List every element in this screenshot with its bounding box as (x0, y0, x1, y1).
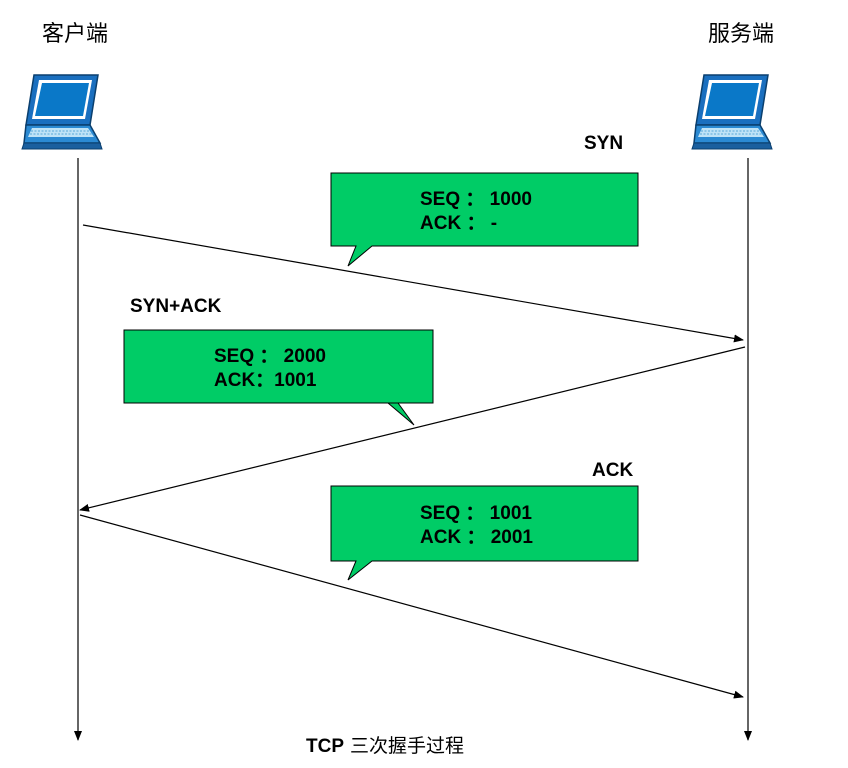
syn-arrow (82, 224, 744, 343)
syn-ack-callout-bubble (123, 329, 434, 426)
syn-ack-arrow (79, 346, 746, 512)
caption-text: 三次握手过程 (344, 735, 465, 757)
syn-ack-field-text: ACK ： - (420, 213, 498, 234)
syn-ack-message-label: SYN+ACK (130, 296, 222, 317)
syn-callout-bubble (330, 172, 639, 267)
server-actor-label: 服务端 (708, 22, 775, 47)
diagram-caption: TCP 三次握手过程 (306, 731, 464, 758)
client-laptop-icon (21, 74, 103, 150)
ack-ack-text: ACK ： 2001 (420, 527, 533, 548)
caption-bold-prefix: TCP (306, 736, 344, 757)
ack-message-label: ACK (592, 460, 634, 481)
client-actor-label: 客户端 (42, 22, 109, 47)
server-laptop-icon (691, 74, 773, 150)
ack-seq-text: SEQ ： 1001 (420, 503, 532, 524)
syn-message-label: SYN (584, 133, 624, 154)
syn-ack-ack-text: ACK：1001 (214, 370, 317, 391)
ack-callout-bubble (330, 485, 639, 581)
syn-ack-seq-text: SEQ ： 2000 (214, 346, 326, 367)
syn-seq-text: SEQ ： 1000 (420, 189, 532, 210)
ack-arrow (79, 514, 744, 699)
